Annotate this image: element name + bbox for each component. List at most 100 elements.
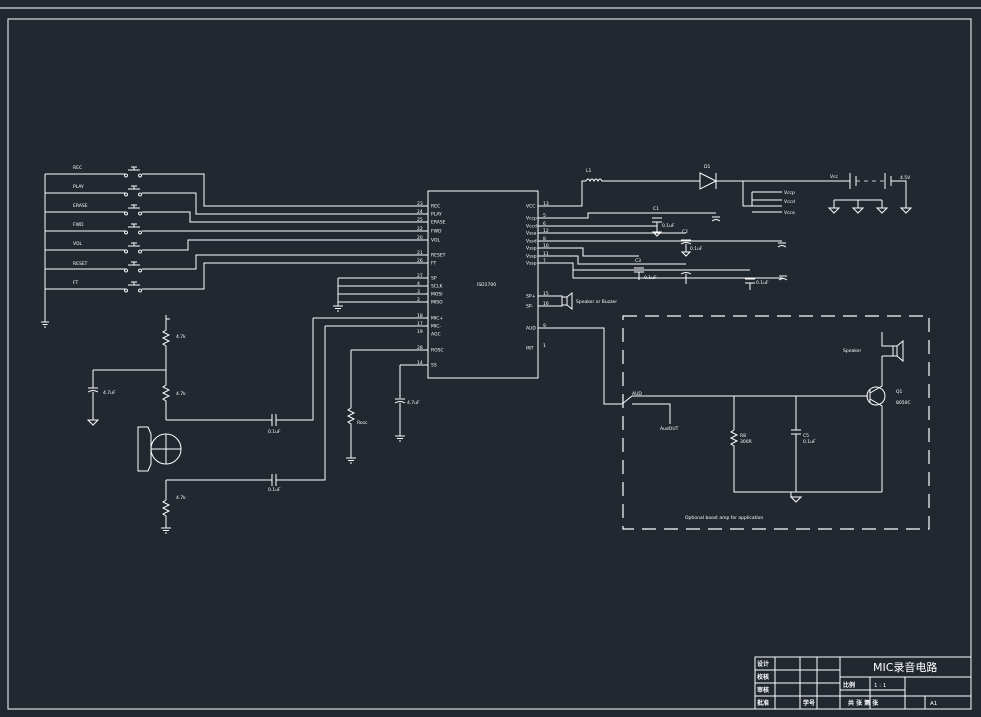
cap-p2-label: 0.1uF bbox=[690, 246, 703, 252]
cap-mic1-label: 0.1uF bbox=[268, 429, 281, 435]
svg-text:MOSI: MOSI bbox=[431, 292, 443, 298]
r-top-label: 4.7k bbox=[176, 334, 186, 340]
ic-pin-miso: MISO 2 bbox=[417, 297, 443, 306]
svg-text:VCC: VCC bbox=[526, 204, 535, 210]
switch-label-rec: REC bbox=[73, 165, 82, 171]
svg-text:SCLK: SCLK bbox=[431, 284, 444, 290]
diode-label: D1 bbox=[704, 164, 710, 170]
ic-pin-mic-: MIC-17 bbox=[417, 321, 441, 330]
cap-47-label: 4.7uF bbox=[103, 390, 116, 396]
aud-out-label: AudOUT bbox=[660, 426, 679, 432]
pushbutton-switch-icon bbox=[45, 166, 142, 178]
svg-text:MIC+: MIC+ bbox=[431, 316, 443, 322]
speaker-buzzer-label: Speaker or Buzzer bbox=[576, 299, 617, 305]
power-section: L1 D1 Vcc 4.5V Vccp Vccd Vcca bbox=[538, 164, 913, 216]
r8-label: R8 bbox=[740, 433, 746, 439]
svg-text:13: 13 bbox=[543, 201, 549, 207]
ic-pin-sp-: SP-16 bbox=[526, 301, 549, 310]
pushbutton-switch-icon bbox=[45, 185, 142, 197]
svg-text:INT: INT bbox=[526, 346, 534, 352]
vccp-label: Vccp bbox=[784, 190, 795, 196]
cap-p1-label: 0.1uF bbox=[662, 223, 675, 229]
svg-text:3: 3 bbox=[417, 289, 420, 295]
svg-text:SS: SS bbox=[431, 363, 437, 369]
svg-text:SP: SP bbox=[431, 276, 437, 282]
ic-pin-ss: SS 14 bbox=[417, 360, 437, 369]
svg-text:11: 11 bbox=[543, 251, 549, 257]
svg-text:9: 9 bbox=[543, 323, 546, 329]
inductor-label: L1 bbox=[586, 168, 592, 174]
svg-text:24: 24 bbox=[417, 209, 423, 215]
svg-text:Vssd: Vssd bbox=[526, 239, 537, 245]
svg-text:2: 2 bbox=[417, 297, 420, 303]
svg-text:Vssp: Vssp bbox=[526, 261, 537, 267]
agc-cap-label: 4.7uF bbox=[407, 400, 420, 406]
svg-text:SP-: SP- bbox=[526, 304, 533, 310]
tb-scale-label: 比例 bbox=[843, 681, 855, 689]
svg-text:Vccp: Vccp bbox=[526, 216, 537, 222]
ic-pin-mosi: MOSI 3 bbox=[417, 289, 443, 298]
tb-sheets: 共 张 第 张 bbox=[848, 699, 879, 707]
amp-circuit: R8 300R C5 0.1uF Q1 8050C Speaker bbox=[653, 332, 911, 503]
ic-isd1700 bbox=[427, 190, 539, 379]
svg-text:FWD: FWD bbox=[431, 229, 442, 235]
svg-text:5: 5 bbox=[543, 213, 546, 219]
c1-label: C1 bbox=[653, 206, 659, 212]
q1-part-label: 8050C bbox=[896, 400, 911, 406]
pushbutton-switch-icon bbox=[45, 204, 142, 216]
switch-label-vol: VOL bbox=[73, 241, 83, 247]
svg-text:17: 17 bbox=[417, 321, 423, 327]
cap-p3-label: 0.1uF bbox=[644, 275, 657, 281]
optional-amp-box bbox=[622, 315, 930, 530]
decoupling-caps bbox=[538, 212, 788, 290]
switch-bank: REC PLAY ERASE FWD VOL RESET FT bbox=[41, 165, 142, 328]
svg-text:RESET: RESET bbox=[431, 253, 446, 259]
svg-text:Vssp: Vssp bbox=[526, 246, 537, 252]
rosc-label: Rosc bbox=[357, 420, 368, 426]
mic-section: 4.7k 4.7uF 4.7k 4.7k 0.1uF 0.1uF bbox=[86, 315, 313, 534]
aud-wire bbox=[538, 327, 671, 424]
svg-text:18: 18 bbox=[417, 313, 423, 319]
ic-pin-sp-: SP+ 15 bbox=[526, 291, 549, 300]
svg-text:FT: FT bbox=[431, 261, 437, 267]
ic-pin-vssd: Vssd 8 bbox=[526, 236, 546, 245]
svg-text:Vssp: Vssp bbox=[526, 254, 537, 260]
pushbutton-switch-icon bbox=[45, 223, 142, 235]
drawing-border bbox=[7, 18, 972, 710]
svg-text:23: 23 bbox=[417, 201, 423, 207]
vcca-label: Vcca bbox=[784, 210, 795, 216]
svg-text:14: 14 bbox=[417, 360, 423, 366]
speaker-buzzer: Speaker or Buzzer bbox=[538, 291, 617, 311]
mic-wires bbox=[280, 317, 428, 481]
tb-row-1: 校核 bbox=[757, 673, 769, 681]
pushbutton-switch-icon bbox=[45, 261, 142, 273]
svg-text:SP+: SP+ bbox=[526, 294, 536, 300]
pushbutton-switch-icon bbox=[45, 242, 142, 254]
switch-bus-wires bbox=[142, 173, 428, 290]
ic-left-pins: REC23PLAY24ERASE25FWD22VOL20RESET21FT26S… bbox=[417, 201, 446, 369]
svg-text:25: 25 bbox=[417, 217, 423, 223]
cap-p4-label: 0.1uF bbox=[756, 280, 769, 286]
svg-text:MISO: MISO bbox=[431, 300, 443, 306]
agc-capacitor: 4.7uF bbox=[394, 398, 420, 442]
c2-label: C2 bbox=[682, 229, 688, 235]
svg-text:ROSC: ROSC bbox=[431, 348, 444, 354]
svg-text:6: 6 bbox=[543, 221, 546, 227]
ic-pin-reset: RESET 21 bbox=[417, 250, 446, 259]
svg-text:8: 8 bbox=[543, 236, 546, 242]
cap-mic2-label: 0.1uF bbox=[268, 487, 281, 493]
pushbutton-switch-icon bbox=[45, 281, 142, 293]
q1-label: Q1 bbox=[896, 389, 903, 395]
svg-text:21: 21 bbox=[417, 250, 423, 256]
svg-text:15: 15 bbox=[543, 291, 549, 297]
svg-text:AGC: AGC bbox=[431, 332, 441, 338]
title-block: 设计 校核 审核 批准 学号 MIC录音电路 比例 1 : 1 共 张 第 张 … bbox=[754, 656, 972, 710]
